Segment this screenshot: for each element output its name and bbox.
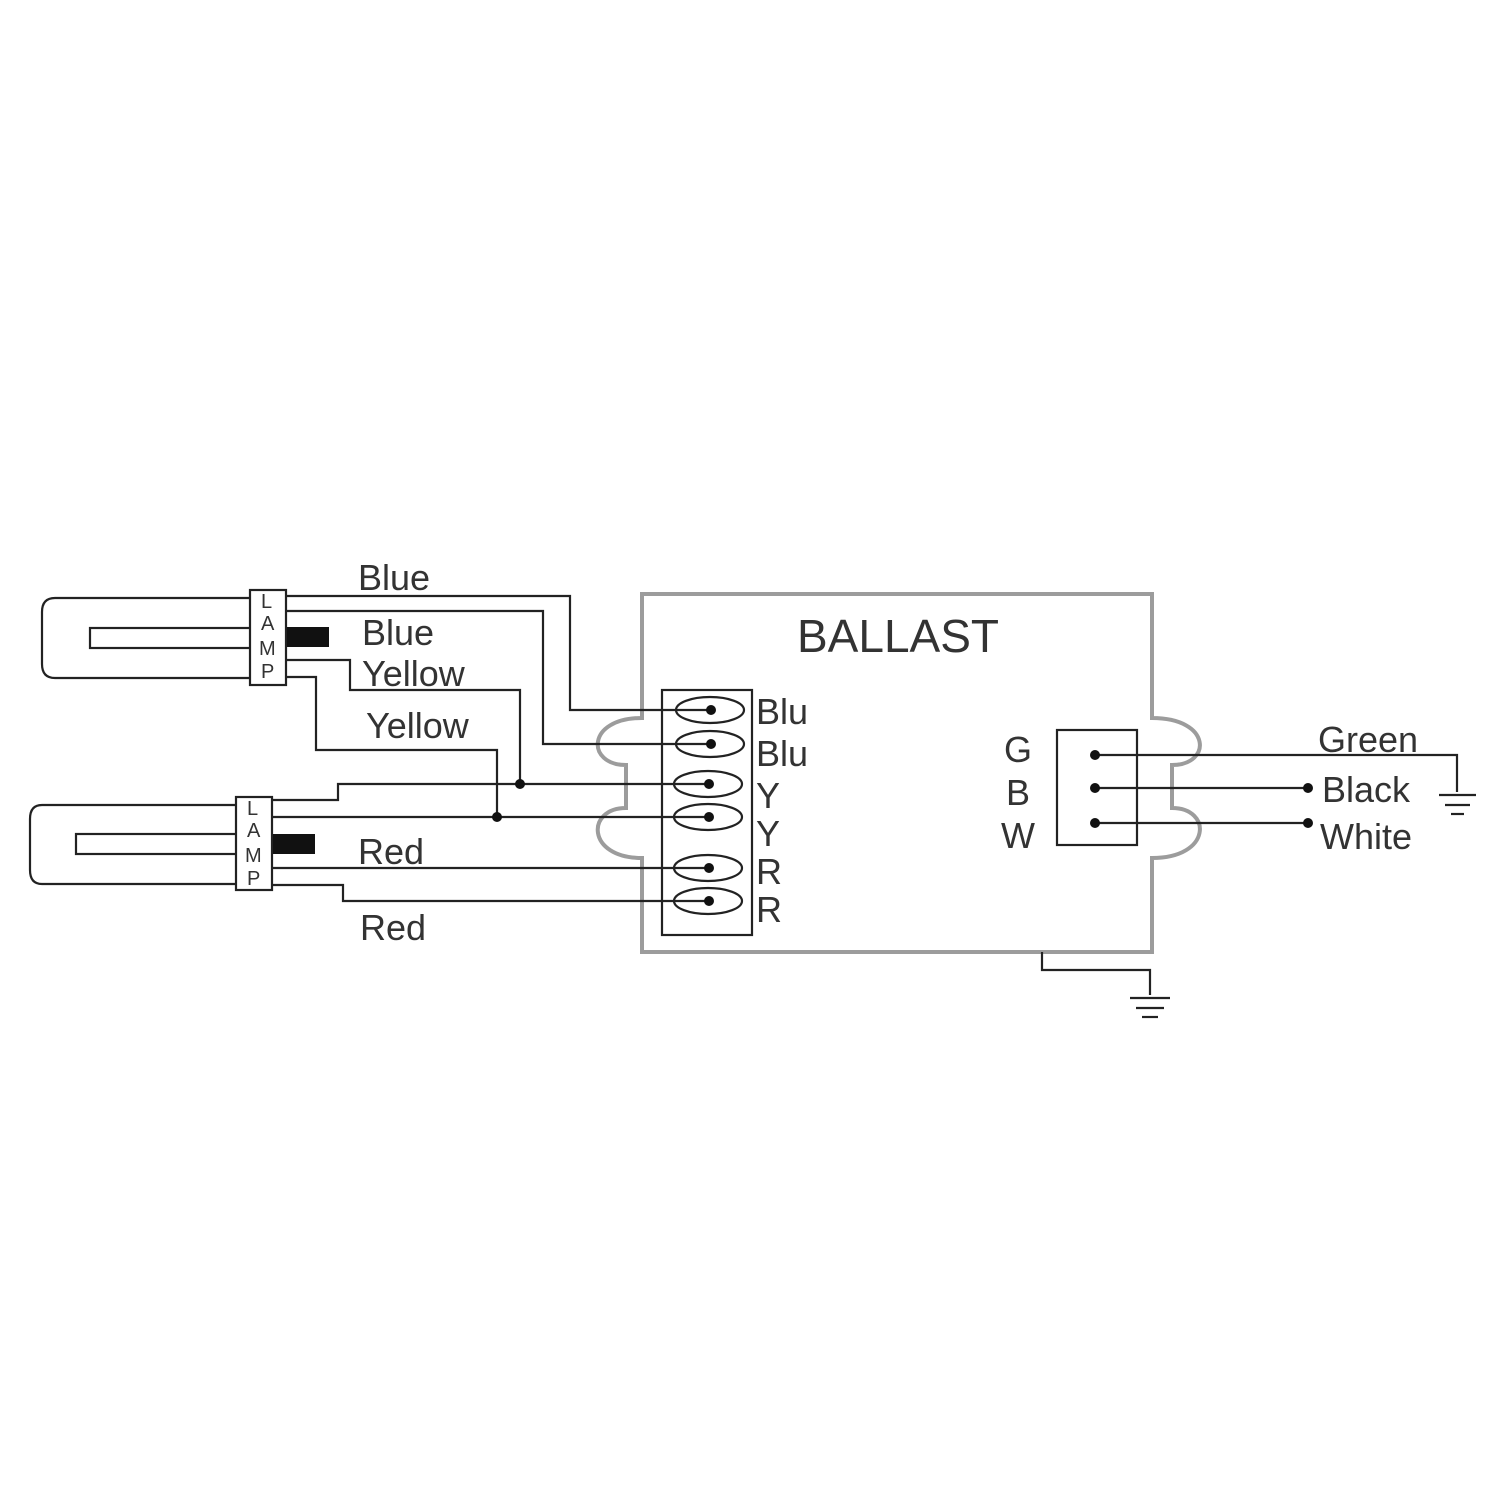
- junction-dots: [492, 779, 525, 822]
- supply-end-dot: [1303, 818, 1313, 828]
- ground-icon: [1130, 996, 1170, 1019]
- terminal-dot: [704, 779, 714, 789]
- right-terminal-labels: G B W: [1001, 729, 1035, 856]
- lamp-bottom: L A M P: [28, 795, 315, 892]
- junction-dot: [492, 812, 502, 822]
- terminal-label: Blu: [756, 733, 808, 774]
- left-terminal-labels: Blu Blu Y Y R R: [756, 691, 808, 930]
- lamp-socket: [248, 588, 288, 687]
- left-terminal-dots: [704, 705, 716, 906]
- wire-blue-top: [286, 594, 710, 712]
- terminal-label: Blu: [756, 691, 808, 732]
- lamp-letter: M: [245, 845, 262, 867]
- lamp-letter: P: [247, 868, 260, 890]
- lamp-top: L A M P: [40, 588, 329, 687]
- lamp-letter: A: [247, 820, 261, 842]
- ballast-title: BALLAST: [797, 610, 999, 662]
- wire-label-yellow: Yellow: [362, 653, 466, 694]
- terminal-label: Y: [756, 775, 780, 816]
- junction-dot: [515, 779, 525, 789]
- lamp-socket: [234, 795, 274, 892]
- wire-label-blue: Blue: [358, 557, 430, 598]
- lamp-letter: P: [261, 661, 274, 683]
- wire-label-yellow: Yellow: [366, 705, 470, 746]
- terminal-dot: [1090, 818, 1100, 828]
- wire-label-red: Red: [360, 907, 426, 948]
- wire-label-blue: Blue: [362, 612, 434, 653]
- wire-blue-second: [286, 609, 710, 746]
- wire-label-white: White: [1320, 816, 1412, 857]
- lamp-pin: [287, 627, 329, 647]
- terminal-dot: [1090, 783, 1100, 793]
- wire-labels: Blue Blue Yellow Yellow Red Red Green Bl…: [358, 557, 1418, 948]
- ground-icon: [1439, 793, 1476, 816]
- wire-green: [1095, 753, 1459, 792]
- terminal-dot: [704, 863, 714, 873]
- lamp-pin: [273, 834, 315, 854]
- terminal-label: G: [1004, 729, 1032, 770]
- wire-yellow-second: [286, 675, 499, 817]
- lamp-tube-inner: [74, 832, 240, 856]
- lamp-letter: A: [261, 613, 275, 635]
- supply-end-dot: [1303, 783, 1313, 793]
- lamp-tube-inner: [88, 626, 254, 650]
- wire-label-black: Black: [1322, 769, 1411, 810]
- terminal-label: R: [756, 889, 782, 930]
- wire-label-green: Green: [1318, 719, 1418, 760]
- terminal-dot: [704, 812, 714, 822]
- lamp-letter: M: [259, 638, 276, 660]
- terminal-dot: [706, 705, 716, 715]
- terminal-label: Y: [756, 813, 780, 854]
- right-terminal-dots: [1090, 750, 1313, 828]
- lamp-letter: L: [261, 591, 272, 613]
- supply-wires: [1095, 753, 1459, 825]
- terminal-dot: [1090, 750, 1100, 760]
- wire-case-ground: [1040, 952, 1152, 995]
- terminal-dot: [706, 739, 716, 749]
- terminal-label: R: [756, 851, 782, 892]
- terminal-label: B: [1006, 772, 1030, 813]
- wire-label-red: Red: [358, 831, 424, 872]
- lamp-letter: L: [247, 798, 258, 820]
- terminal-label: W: [1001, 815, 1035, 856]
- terminal-dot: [704, 896, 714, 906]
- wire-yellow-top: [286, 658, 522, 784]
- wire-red-bottom: [272, 883, 708, 903]
